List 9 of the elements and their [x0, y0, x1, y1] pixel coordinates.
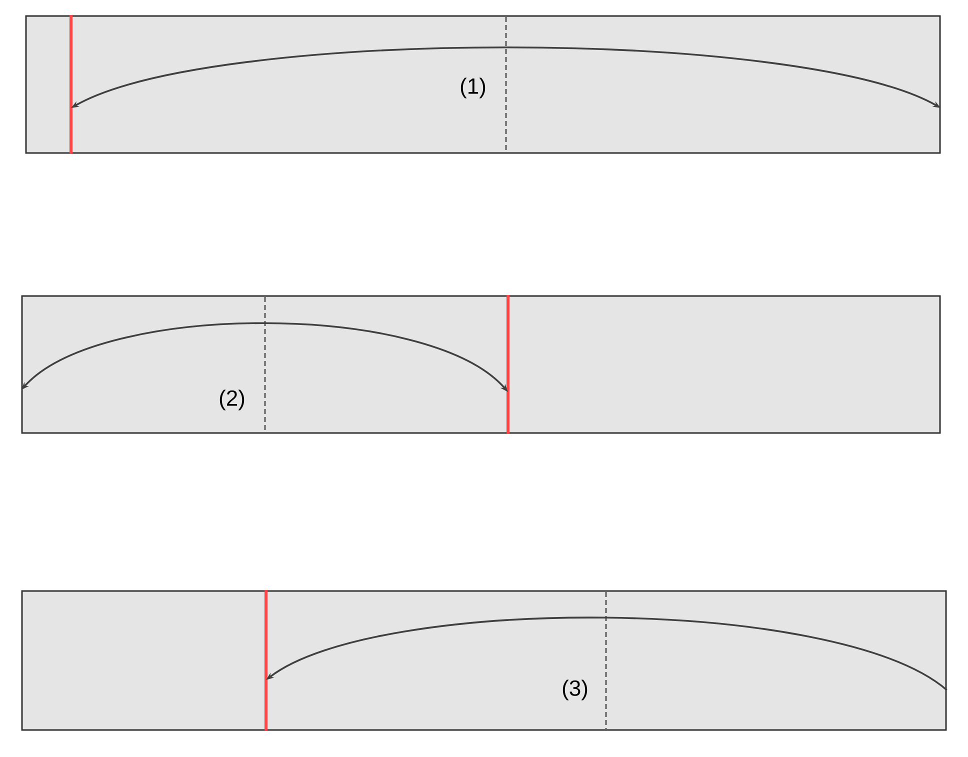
figure-number: (3)	[562, 680, 588, 700]
bar-box	[21, 590, 947, 731]
marker-line	[506, 295, 510, 434]
bar-box	[25, 15, 941, 154]
marker-line	[70, 15, 72, 154]
figure-number: (1)	[460, 78, 486, 98]
marker-line	[264, 590, 268, 731]
bar-box	[21, 295, 941, 434]
figure-number: (2)	[220, 390, 244, 410]
